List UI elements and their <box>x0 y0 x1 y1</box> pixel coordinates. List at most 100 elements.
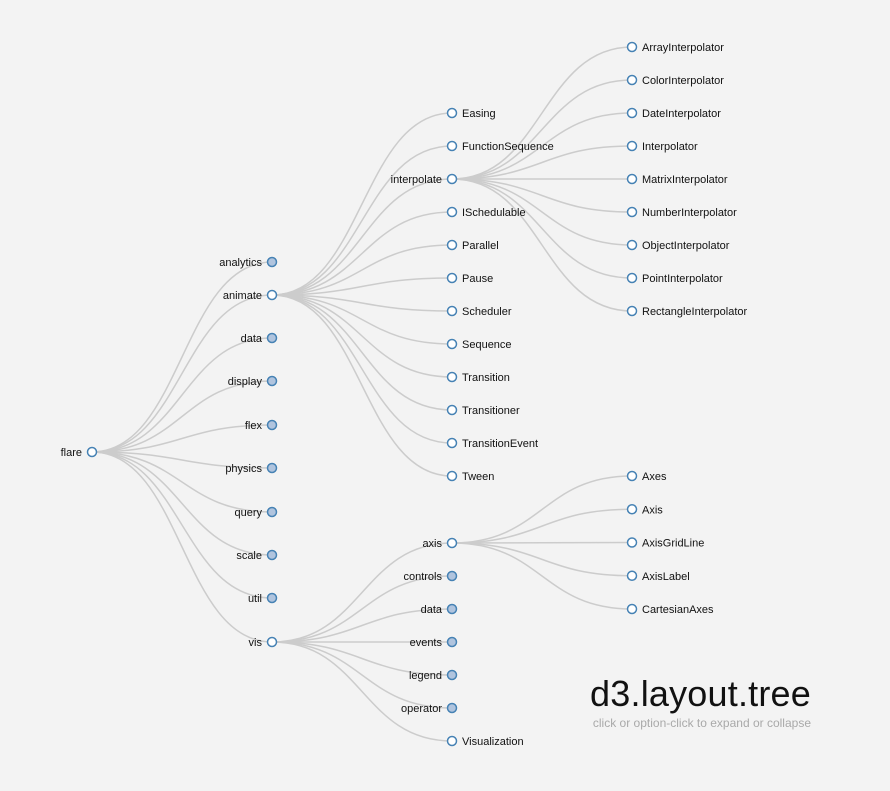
node-circle[interactable] <box>446 702 458 714</box>
node-label[interactable]: data <box>421 604 443 616</box>
node-circle[interactable] <box>266 636 278 648</box>
tree-node-axis-label[interactable]: AxisLabel <box>626 570 690 583</box>
node-label[interactable]: AxisGridLine <box>642 538 704 550</box>
tree-node-events[interactable]: events <box>410 636 458 649</box>
tree-node-axis-grid-line[interactable]: AxisGridLine <box>626 537 705 550</box>
tree-node-function-sequence[interactable]: FunctionSequence <box>446 140 554 153</box>
node-label[interactable]: Parallel <box>462 240 499 252</box>
node-circle[interactable] <box>446 239 458 251</box>
node-circle[interactable] <box>266 592 278 604</box>
node-label[interactable]: ObjectInterpolator <box>642 240 730 252</box>
node-label[interactable]: Tween <box>462 471 494 483</box>
node-circle[interactable] <box>626 470 638 482</box>
node-label[interactable]: AxisLabel <box>642 571 690 583</box>
node-label[interactable]: controls <box>403 571 442 583</box>
tree-node-easing[interactable]: Easing <box>446 107 496 120</box>
node-circle[interactable] <box>266 289 278 301</box>
node-label[interactable]: operator <box>401 703 442 715</box>
node-circle[interactable] <box>626 305 638 317</box>
node-label[interactable]: MatrixInterpolator <box>642 174 728 186</box>
node-label[interactable]: events <box>410 637 443 649</box>
node-label[interactable]: TransitionEvent <box>462 438 538 450</box>
tree-node-color-interpolator[interactable]: ColorInterpolator <box>626 74 725 87</box>
node-label[interactable]: RectangleInterpolator <box>642 306 748 318</box>
node-circle[interactable] <box>266 375 278 387</box>
tree-node-array-interpolator[interactable]: ArrayInterpolator <box>626 41 725 54</box>
node-label[interactable]: NumberInterpolator <box>642 207 737 219</box>
node-circle[interactable] <box>266 462 278 474</box>
tree-node-flare[interactable]: flare <box>61 446 98 459</box>
tree-node-vis[interactable]: vis <box>249 636 278 649</box>
node-circle[interactable] <box>626 570 638 581</box>
tree-node-pause[interactable]: Pause <box>446 272 494 285</box>
tree-node-interpolator[interactable]: Interpolator <box>626 140 698 153</box>
node-circle[interactable] <box>446 470 458 482</box>
tree-node-date-interpolator[interactable]: DateInterpolator <box>626 107 722 120</box>
tree-node-legend[interactable]: legend <box>409 669 458 682</box>
node-circle[interactable] <box>446 570 458 582</box>
node-circle[interactable] <box>446 404 458 416</box>
tree-node-matrix-interpolator[interactable]: MatrixInterpolator <box>626 173 728 186</box>
tree-node-point-interpolator[interactable]: PointInterpolator <box>626 272 724 285</box>
node-circle[interactable] <box>626 74 638 86</box>
node-label[interactable]: Easing <box>462 108 496 120</box>
tree-node-animate[interactable]: animate <box>223 289 278 302</box>
node-label[interactable]: query <box>234 507 262 519</box>
tree-node-scheduler[interactable]: Scheduler <box>446 305 512 318</box>
node-circle[interactable] <box>266 506 278 518</box>
node-circle[interactable] <box>626 239 638 251</box>
tree-node-cartesian-axes[interactable]: CartesianAxes <box>626 603 715 616</box>
node-circle[interactable] <box>626 603 638 615</box>
node-label[interactable]: PointInterpolator <box>642 273 723 285</box>
node-circle[interactable] <box>626 107 638 119</box>
node-label[interactable]: vis <box>249 637 263 649</box>
tree-node-scale[interactable]: scale <box>236 549 278 562</box>
node-label[interactable]: ArrayInterpolator <box>642 42 724 54</box>
node-label[interactable]: physics <box>225 463 262 475</box>
node-circle[interactable] <box>446 537 458 549</box>
node-label[interactable]: Visualization <box>462 736 524 748</box>
node-circle[interactable] <box>626 206 638 218</box>
tree-node-util[interactable]: util <box>248 592 278 605</box>
node-label[interactable]: DateInterpolator <box>642 108 721 120</box>
node-circle[interactable] <box>446 669 458 681</box>
node-circle[interactable] <box>626 41 638 53</box>
tree-node-axis[interactable]: axis <box>422 537 458 550</box>
node-label[interactable]: data <box>241 333 263 345</box>
node-circle[interactable] <box>446 371 458 383</box>
node-label[interactable]: Transition <box>462 372 510 384</box>
node-circle[interactable] <box>446 140 458 152</box>
node-label[interactable]: Axes <box>642 471 667 483</box>
node-circle[interactable] <box>626 504 638 515</box>
node-label[interactable]: CartesianAxes <box>642 604 714 616</box>
tree-node-operator[interactable]: operator <box>401 702 458 715</box>
node-circle[interactable] <box>446 735 458 747</box>
tree-node-axis[interactable]: Axis <box>626 504 664 516</box>
tree-node-transition-event[interactable]: TransitionEvent <box>446 437 539 450</box>
node-circle[interactable] <box>266 419 278 431</box>
node-label[interactable]: analytics <box>219 257 262 269</box>
node-label[interactable]: animate <box>223 290 262 302</box>
node-circle[interactable] <box>446 272 458 284</box>
tree-node-parallel[interactable]: Parallel <box>446 239 499 252</box>
node-circle[interactable] <box>446 338 458 350</box>
node-circle[interactable] <box>446 636 458 648</box>
tree-node-transitioner[interactable]: Transitioner <box>446 404 521 417</box>
node-circle[interactable] <box>446 206 458 218</box>
node-circle[interactable] <box>446 107 458 119</box>
node-circle[interactable] <box>446 173 458 185</box>
node-label[interactable]: legend <box>409 670 442 682</box>
node-label[interactable]: Sequence <box>462 339 512 351</box>
node-circle[interactable] <box>626 173 638 185</box>
node-label[interactable]: flare <box>61 447 82 459</box>
node-label[interactable]: ISchedulable <box>462 207 526 219</box>
node-label[interactable]: flex <box>245 420 263 432</box>
node-label[interactable]: Interpolator <box>642 141 698 153</box>
tree-node-axes[interactable]: Axes <box>626 470 667 483</box>
node-label[interactable]: Transitioner <box>462 405 520 417</box>
tree-node-visualization[interactable]: Visualization <box>446 735 524 748</box>
node-label[interactable]: Scheduler <box>462 306 512 318</box>
tree-node-analytics[interactable]: analytics <box>219 256 278 269</box>
node-label[interactable]: axis <box>422 538 442 550</box>
node-label[interactable]: Axis <box>642 504 663 516</box>
